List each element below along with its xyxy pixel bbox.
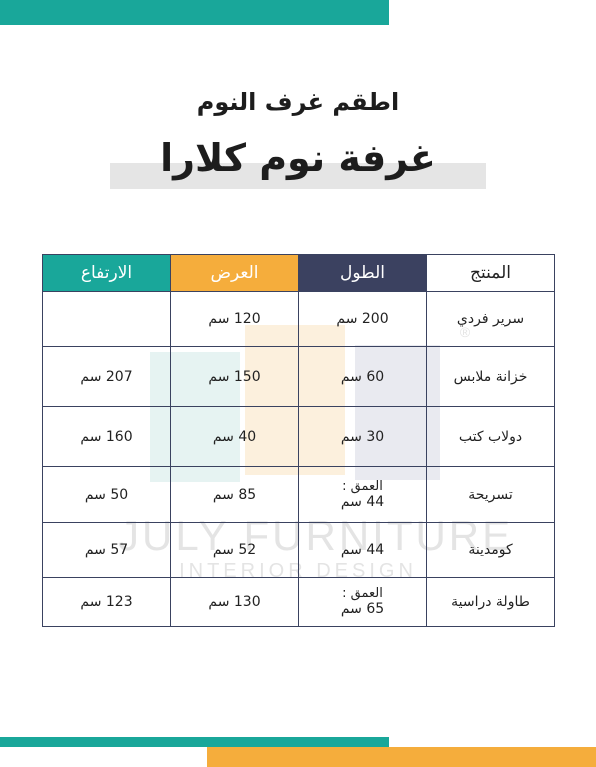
table-row: كومدينة 44 سم 52 سم 57 سم [42, 522, 555, 578]
width-cell: 130 سم [170, 577, 299, 627]
product-cell: سرير فردي [426, 291, 555, 347]
title-underline [110, 163, 486, 189]
length-value: 60 سم [340, 368, 385, 385]
height-cell: 207 سم [42, 346, 171, 407]
length-cell: العمق : 44 سم [298, 466, 427, 523]
height-cell [42, 291, 171, 347]
depth-label: العمق : [342, 478, 383, 494]
product-cell: تسريحة [426, 466, 555, 523]
table-row: خزانة ملابس 60 سم 150 سم 207 سم [42, 346, 555, 407]
top-accent-bar [0, 0, 389, 25]
height-cell: 160 سم [42, 406, 171, 467]
product-cell: طاولة دراسية [426, 577, 555, 627]
table-row: طاولة دراسية العمق : 65 سم 130 سم 123 سم [42, 577, 555, 627]
header-width: العرض [170, 254, 299, 292]
header-product: المنتج [426, 254, 555, 292]
table-row: سرير فردي 200 سم 120 سم [42, 291, 555, 347]
product-cell: دولاب كتب [426, 406, 555, 467]
bottom-accent-bar-teal [0, 737, 389, 747]
length-value: 44 سم [340, 542, 385, 558]
length-cell: 44 سم [298, 522, 427, 578]
height-cell: 123 سم [42, 577, 171, 627]
length-value: 200 سم [336, 311, 389, 327]
table-row: دولاب كتب 30 سم 40 سم 160 سم [42, 406, 555, 467]
page-subtitle: اطقم غرف النوم [196, 88, 400, 116]
width-cell: 150 سم [170, 346, 299, 407]
length-value: 65 سم [340, 601, 385, 617]
height-cell: 50 سم [42, 466, 171, 523]
length-value: 30 سم [340, 428, 385, 445]
length-cell: 60 سم [298, 346, 427, 407]
depth-label: العمق : [342, 586, 383, 601]
header-length: الطول [298, 254, 427, 292]
width-cell: 52 سم [170, 522, 299, 578]
length-cell: 30 سم [298, 406, 427, 467]
table-header-row: المنتج الطول العرض الارتفاع [42, 254, 555, 292]
header-height: الارتفاع [42, 254, 171, 292]
width-cell: 85 سم [170, 466, 299, 523]
dimensions-table: المنتج الطول العرض الارتفاع سرير فردي 20… [42, 254, 555, 627]
page-title: غرفة نوم كلارا [160, 136, 436, 180]
table-row: تسريحة العمق : 44 سم 85 سم 50 سم [42, 466, 555, 523]
length-cell: العمق : 65 سم [298, 577, 427, 627]
product-cell: كومدينة [426, 522, 555, 578]
width-cell: 40 سم [170, 406, 299, 467]
width-cell: 120 سم [170, 291, 299, 347]
length-cell: 200 سم [298, 291, 427, 347]
bottom-accent-bar-orange [207, 747, 596, 767]
length-value: 44 سم [340, 493, 385, 510]
product-cell: خزانة ملابس [426, 346, 555, 407]
height-cell: 57 سم [42, 522, 171, 578]
